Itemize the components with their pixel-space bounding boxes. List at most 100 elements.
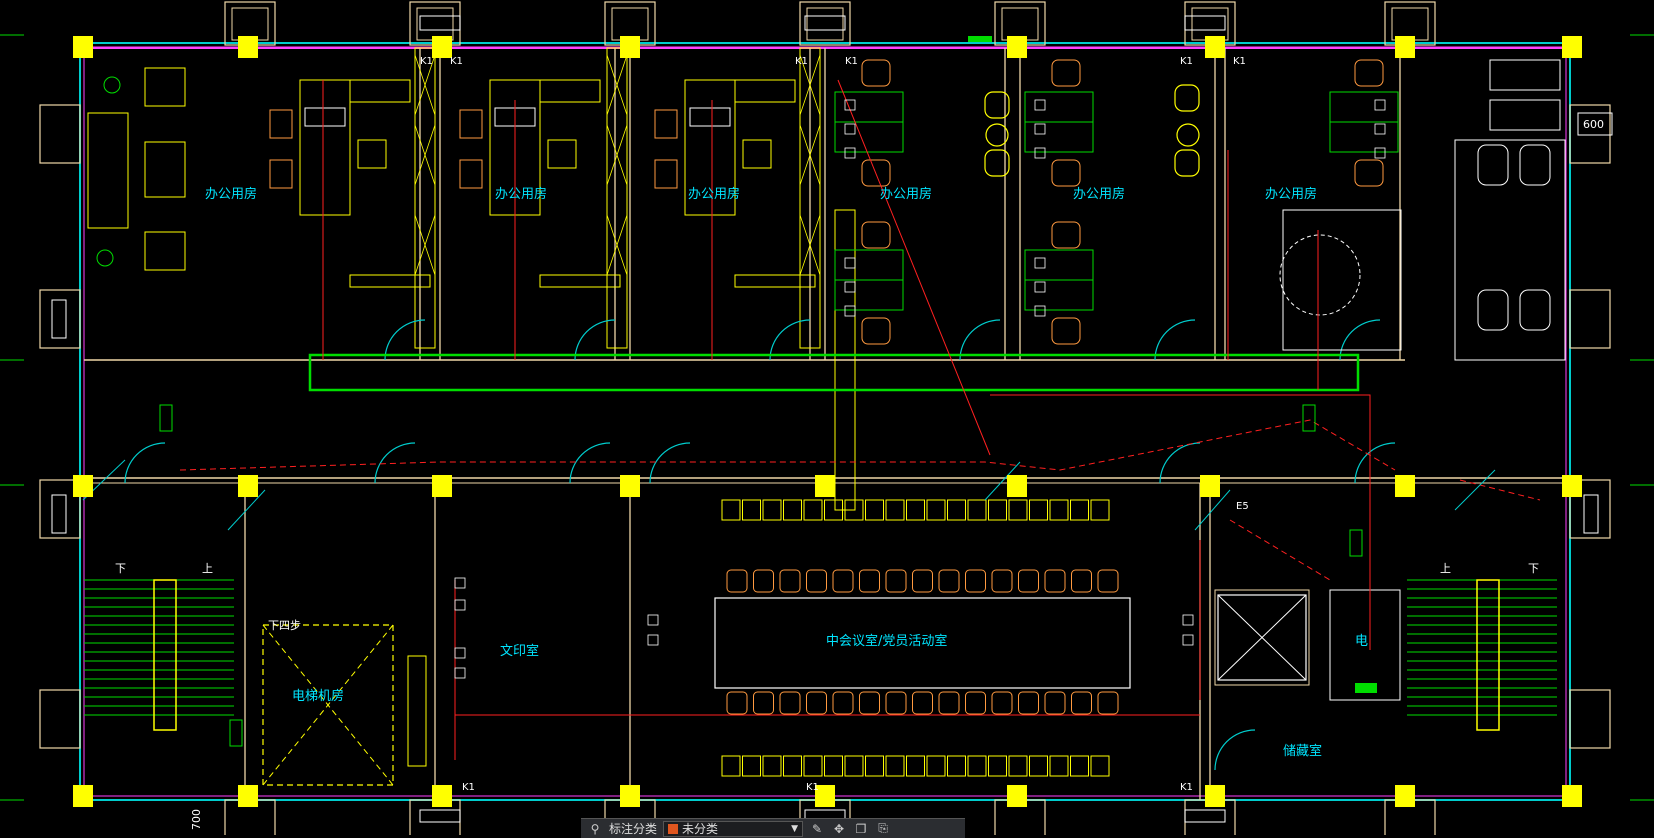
tag-k1: K1 xyxy=(1180,782,1193,793)
pen-icon[interactable]: ✎ xyxy=(811,821,823,836)
chair-back-row xyxy=(1008,499,1028,521)
structural-column xyxy=(815,785,835,807)
structural-column xyxy=(620,785,640,807)
paste-icon[interactable]: ⎘ xyxy=(878,821,888,835)
task-chair xyxy=(861,59,891,87)
chair-back-row xyxy=(967,499,987,521)
door-swing xyxy=(574,319,616,361)
structural-column xyxy=(73,475,93,497)
task-chair xyxy=(1354,159,1384,187)
window-unit xyxy=(1184,15,1226,31)
armchair xyxy=(144,67,186,107)
structural-column xyxy=(238,785,258,807)
lounge-chair xyxy=(1174,84,1200,112)
task-chair xyxy=(1354,59,1384,87)
task-chair xyxy=(1051,159,1081,187)
chair-front-row xyxy=(803,755,823,777)
door-swing xyxy=(124,442,166,484)
chair-front-row xyxy=(1029,755,1048,777)
chair-front-row xyxy=(1090,755,1110,777)
filter-icon[interactable]: ⚲ xyxy=(590,821,600,836)
chair-back-row xyxy=(742,499,761,521)
window-unit xyxy=(419,809,461,823)
chair-back-row xyxy=(988,499,1007,521)
chair-table-bottom xyxy=(885,691,907,715)
door-swing xyxy=(959,319,1001,361)
room-label-office-4: 办公用房 xyxy=(880,186,932,202)
desk-shelf xyxy=(539,274,621,288)
exit-sign xyxy=(229,719,243,747)
chair-table-bottom xyxy=(806,691,827,715)
outlet-symbol xyxy=(454,667,466,679)
chair-table-top xyxy=(779,569,801,593)
structural-column xyxy=(432,475,452,497)
room-label-print-room: 文印室 xyxy=(500,643,539,659)
chair-table-top xyxy=(1044,569,1066,593)
exit-sign xyxy=(159,404,173,432)
task-chair xyxy=(861,221,891,249)
outlet-symbol xyxy=(844,305,856,317)
cable-tray xyxy=(308,353,1360,392)
tag-k1: K1 xyxy=(450,56,463,67)
tag-k1: K1 xyxy=(462,782,475,793)
stair-step-note: 下四步 xyxy=(268,619,301,632)
stair-down-left: 下 xyxy=(115,562,126,575)
category-select[interactable]: 未分类 ▼ xyxy=(663,820,804,837)
camera-ray xyxy=(984,461,1021,501)
task-chair xyxy=(861,159,891,187)
copy-icon[interactable]: ❐ xyxy=(855,821,867,836)
room-label-meeting-room: 中会议室/党员活动室 xyxy=(826,633,947,649)
chair-back-row xyxy=(1090,499,1110,521)
chair-front-row xyxy=(742,755,761,777)
office-chair xyxy=(547,139,577,169)
chair-table-bottom xyxy=(753,691,774,715)
dimension-600: 600 xyxy=(1583,118,1604,131)
chair-front-row xyxy=(721,755,741,777)
chair-table-top xyxy=(832,569,854,593)
elevator-frame xyxy=(1214,589,1310,686)
category-value: 未分类 xyxy=(682,822,719,836)
chair-back-row xyxy=(906,499,925,521)
chair-back-row xyxy=(1049,499,1069,521)
chair-back-row xyxy=(762,499,782,521)
guest-chair xyxy=(269,159,293,189)
door-swing xyxy=(384,319,426,361)
outlet-symbol xyxy=(844,123,856,135)
exit-sign xyxy=(1302,404,1316,432)
toilet xyxy=(1519,289,1551,331)
elevator-box xyxy=(262,624,394,786)
guest-chair xyxy=(654,159,678,189)
pilaster-left xyxy=(39,689,81,749)
outlet-symbol xyxy=(844,281,856,293)
structural-column xyxy=(432,785,452,807)
chair-back-row xyxy=(1070,499,1089,521)
pilaster-top-inner xyxy=(806,7,844,41)
chair-front-row xyxy=(1070,755,1089,777)
outlet-symbol xyxy=(1034,123,1046,135)
elevator-x xyxy=(262,624,394,786)
move-icon[interactable]: ✥ xyxy=(833,821,845,836)
outlet-symbol xyxy=(1034,99,1046,111)
window-unit xyxy=(1583,494,1599,534)
wardrobe xyxy=(606,47,628,349)
structural-column xyxy=(1205,36,1225,58)
chair-back-row xyxy=(803,499,823,521)
coffee-table xyxy=(144,141,186,198)
outlet-symbol xyxy=(454,647,466,659)
office-desk xyxy=(299,79,351,216)
electric-room xyxy=(1329,589,1401,701)
chair-back-row xyxy=(885,499,905,521)
plant xyxy=(96,249,114,267)
door-swing xyxy=(1354,442,1396,484)
chair-table-top xyxy=(1097,569,1119,593)
meeting-table xyxy=(714,597,1131,689)
door-swing xyxy=(649,442,691,484)
chair-table-top xyxy=(991,569,1013,593)
columns-layer xyxy=(73,36,1582,807)
pilaster-right xyxy=(1569,104,1611,164)
room-label-office-2: 办公用房 xyxy=(495,186,547,202)
chair-front-row xyxy=(824,755,843,777)
dimension-box xyxy=(1577,112,1613,136)
washroom xyxy=(1454,139,1566,361)
